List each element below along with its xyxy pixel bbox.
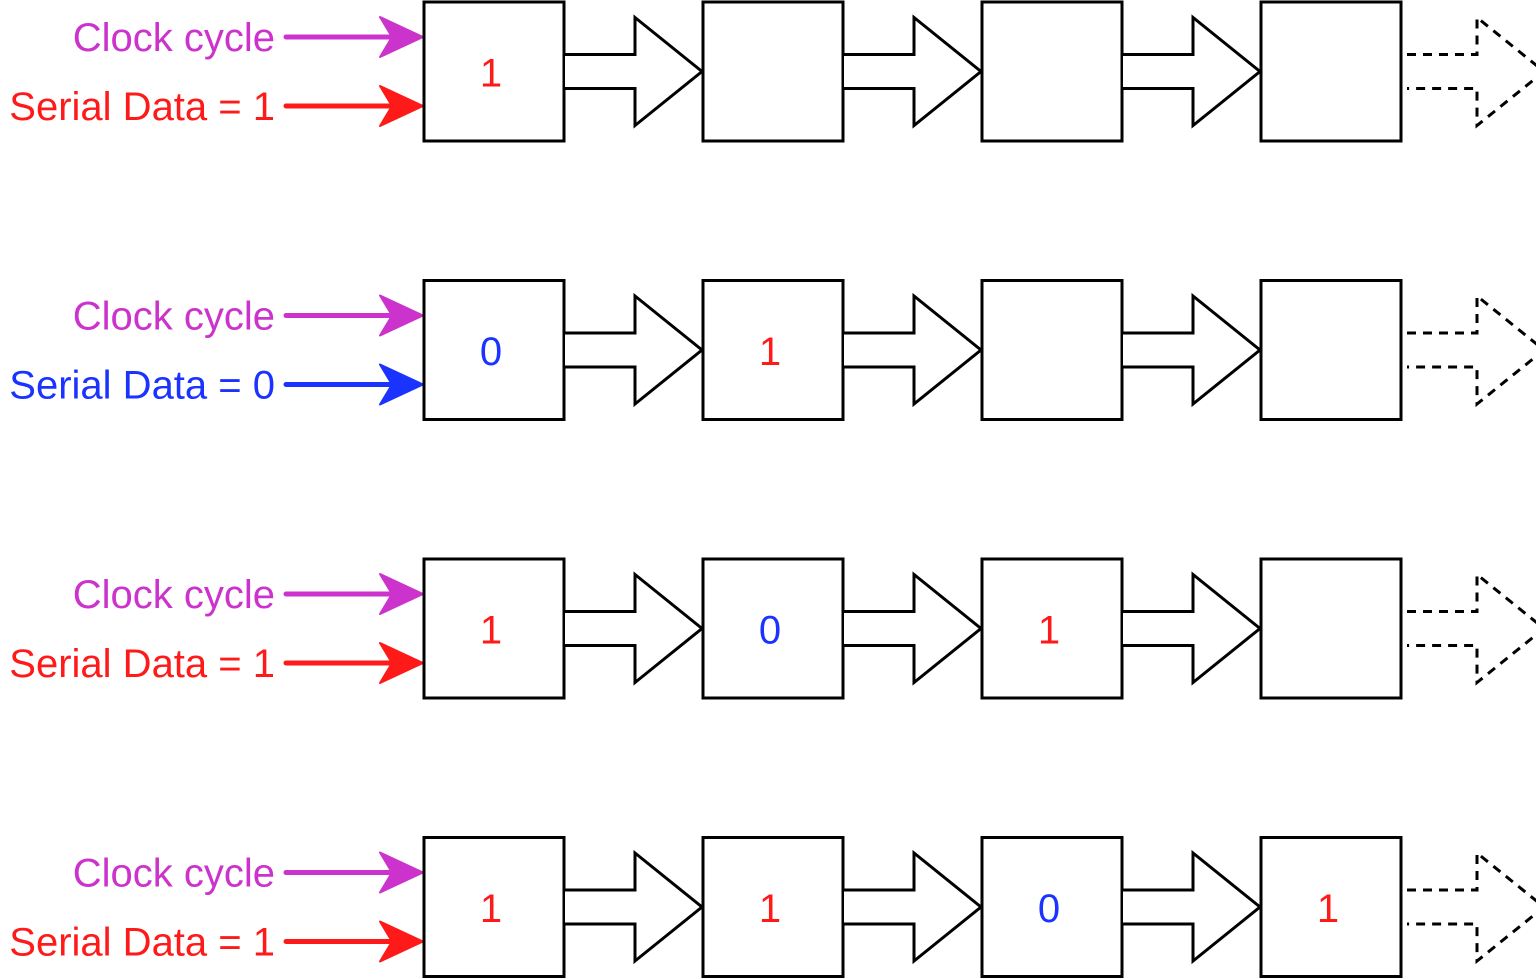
shift-arrow (565, 571, 705, 686)
register-cell-value: 1 (1317, 887, 1339, 931)
register-cell (1259, 557, 1403, 700)
register-cell (422, 836, 566, 978)
register-cell (701, 279, 845, 421)
shift-arrow (844, 14, 984, 129)
serial-data-input-arrow (283, 363, 424, 406)
serial-data-label: Serial Data = 1 (9, 85, 275, 129)
register-cell (701, 0, 845, 143)
shift-arrow (844, 571, 984, 686)
register-cell-value: 0 (759, 609, 781, 653)
clock-input-arrow (283, 16, 424, 58)
register-cell-value: 1 (1038, 609, 1060, 653)
serial-data-label: Serial Data = 1 (9, 642, 275, 686)
register-cell-value: 1 (759, 330, 781, 374)
serial-data-input-arrow (283, 920, 424, 963)
clock-cycle-label: Clock cycle (73, 852, 275, 896)
clock-input-arrow (283, 294, 424, 337)
shift-out-arrow-dashed (1407, 292, 1536, 408)
shift-arrow (1123, 292, 1263, 408)
register-cell-value: 1 (759, 887, 781, 931)
shift-arrow (565, 14, 705, 129)
register-cell (422, 0, 566, 143)
serial-data-input-arrow (283, 85, 424, 127)
shift-arrow (844, 849, 984, 965)
register-cell (422, 279, 566, 421)
register-cell-value: 1 (480, 887, 502, 931)
register-cell-value: 0 (480, 330, 502, 374)
shift-arrow (565, 292, 705, 408)
shift-out-arrow-dashed (1407, 14, 1536, 129)
clock-input-arrow (283, 573, 424, 615)
register-cell (701, 836, 845, 978)
register-cell (1259, 279, 1403, 421)
serial-data-label: Serial Data = 1 (9, 921, 275, 965)
register-cell (1259, 0, 1403, 143)
register-cell-value: 0 (1038, 887, 1060, 931)
clock-cycle-label: Clock cycle (73, 573, 275, 617)
register-cell (980, 0, 1124, 143)
register-cell (1259, 836, 1403, 978)
register-cell (980, 836, 1124, 978)
shift-arrow (1123, 571, 1263, 686)
clock-input-arrow (283, 851, 424, 894)
register-cell-value: 1 (480, 609, 502, 653)
register-cell (980, 279, 1124, 421)
serial-data-input-arrow (283, 642, 424, 684)
shift-arrow (565, 849, 705, 965)
shift-arrow (844, 292, 984, 408)
clock-cycle-label: Clock cycle (73, 16, 275, 60)
shift-arrow (1123, 14, 1263, 129)
register-cell-value: 1 (480, 52, 502, 96)
clock-cycle-label: Clock cycle (73, 295, 275, 339)
shift-arrow (1123, 849, 1263, 965)
register-cell (422, 557, 566, 700)
register-cell (980, 557, 1124, 700)
register-cell (701, 557, 845, 700)
serial-data-label: Serial Data = 0 (9, 364, 275, 408)
shift-out-arrow-dashed (1407, 849, 1536, 965)
shift-out-arrow-dashed (1407, 571, 1536, 686)
